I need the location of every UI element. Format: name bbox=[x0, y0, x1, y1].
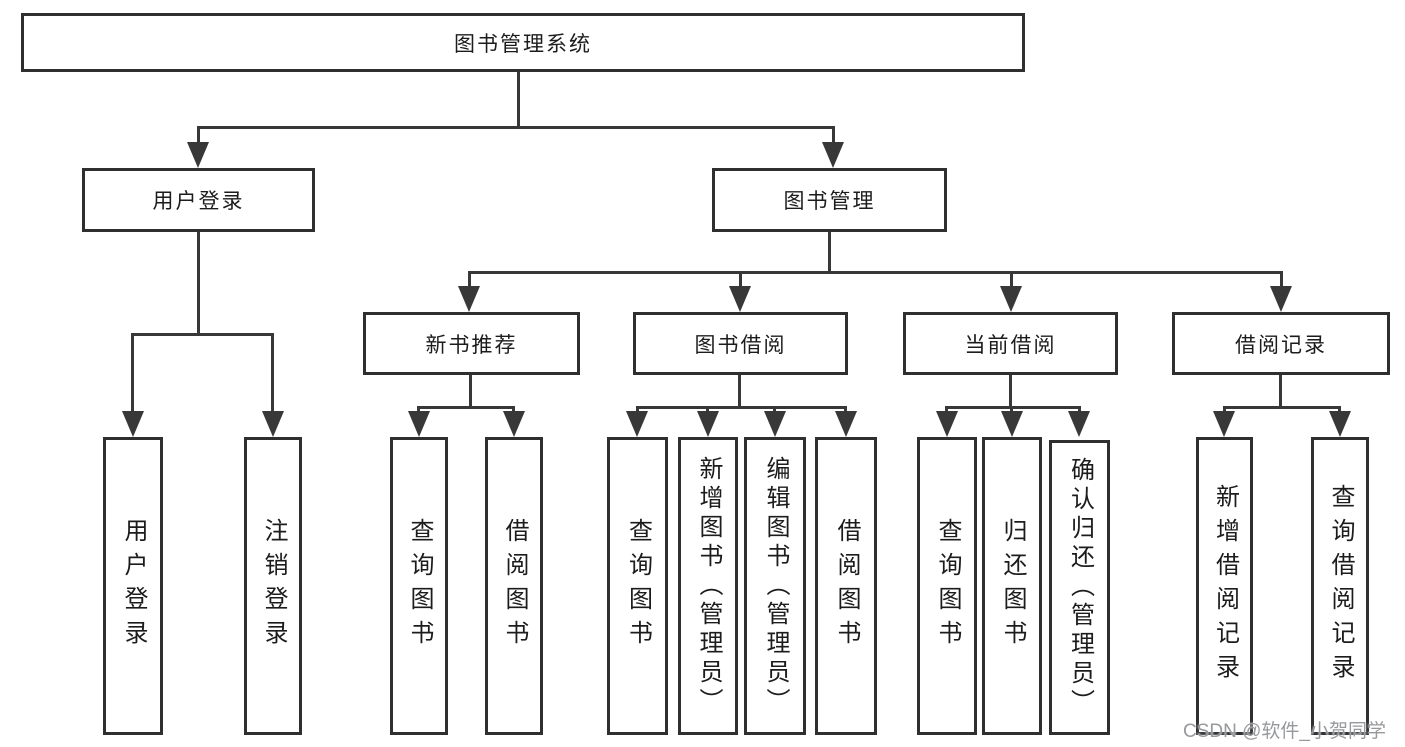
leaf-borrowing-borrow-book: 借阅图书 bbox=[815, 437, 877, 735]
arrow-down-icon bbox=[503, 411, 525, 437]
arrow-down-icon bbox=[1270, 286, 1292, 312]
connector-line bbox=[197, 232, 200, 333]
connector-line bbox=[945, 406, 948, 413]
node-book-borrowing-label: 图书借阅 bbox=[694, 333, 787, 357]
leaf-add-borrow-record-label: 新增借阅记录 bbox=[1211, 484, 1239, 688]
arrow-down-icon bbox=[1068, 411, 1090, 437]
leaf-recommend-borrow-book-label: 借阅图书 bbox=[501, 518, 528, 654]
connector-line bbox=[417, 406, 420, 413]
leaf-recommend-query-book: 查询图书 bbox=[390, 437, 448, 735]
connector-line bbox=[636, 406, 847, 409]
leaf-borrowing-query-book: 查询图书 bbox=[607, 437, 668, 735]
leaf-current-query-book-label: 查询图书 bbox=[934, 518, 961, 654]
connector-line bbox=[1010, 406, 1013, 413]
leaf-current-query-book: 查询图书 bbox=[917, 437, 977, 735]
connector-line bbox=[1280, 271, 1283, 289]
connector-line bbox=[417, 406, 515, 409]
connector-line bbox=[828, 232, 831, 274]
leaf-user-login: 用户登录 bbox=[103, 437, 163, 735]
node-book-management-label: 图书管理 bbox=[783, 190, 876, 213]
leaf-return-book: 归还图书 bbox=[982, 437, 1042, 735]
connector-line bbox=[468, 271, 471, 289]
arrow-down-icon bbox=[262, 411, 284, 437]
connector-line bbox=[1338, 406, 1341, 413]
node-user-login-label: 用户登录 bbox=[152, 190, 245, 213]
leaf-add-borrow-record: 新增借阅记录 bbox=[1196, 437, 1253, 735]
connector-line bbox=[468, 271, 1283, 274]
leaf-confirm-return-admin-label: 确认归还（管理员） bbox=[1066, 457, 1094, 718]
connector-line bbox=[517, 72, 520, 126]
node-root-label: 图书管理系统 bbox=[454, 32, 592, 56]
node-current-borrowing: 当前借阅 bbox=[903, 312, 1118, 375]
arrow-down-icon bbox=[1000, 286, 1022, 312]
connector-line bbox=[197, 126, 835, 129]
arrow-down-icon bbox=[822, 142, 844, 168]
node-new-book-recommend-label: 新书推荐 bbox=[425, 333, 518, 357]
node-borrowing-records-label: 借阅记录 bbox=[1235, 333, 1327, 357]
arrow-down-icon bbox=[764, 411, 786, 437]
arrow-down-icon bbox=[458, 286, 480, 312]
arrow-down-icon bbox=[697, 411, 719, 437]
leaf-borrowing-query-book-label: 查询图书 bbox=[624, 518, 652, 654]
connector-line bbox=[739, 271, 742, 289]
node-new-book-recommend: 新书推荐 bbox=[363, 312, 580, 375]
connector-line bbox=[844, 406, 847, 413]
node-book-borrowing: 图书借阅 bbox=[633, 312, 848, 375]
leaf-recommend-borrow-book: 借阅图书 bbox=[485, 437, 543, 735]
connector-line bbox=[636, 406, 639, 413]
leaf-recommend-query-book-label: 查询图书 bbox=[406, 518, 433, 654]
arrow-down-icon bbox=[187, 142, 209, 168]
connector-line bbox=[1009, 375, 1012, 409]
arrow-down-icon bbox=[729, 286, 751, 312]
connector-line bbox=[706, 406, 709, 413]
node-book-management: 图书管理 bbox=[712, 168, 947, 232]
connector-line bbox=[832, 126, 835, 146]
node-borrowing-records: 借阅记录 bbox=[1172, 312, 1390, 375]
node-root: 图书管理系统 bbox=[21, 13, 1025, 72]
leaf-borrowing-borrow-book-label: 借阅图书 bbox=[833, 518, 860, 654]
arrow-down-icon bbox=[1329, 411, 1351, 437]
node-user-login: 用户登录 bbox=[82, 168, 315, 232]
arrow-down-icon bbox=[936, 411, 958, 437]
leaf-edit-book-admin-label: 编辑图书（管理员） bbox=[762, 455, 789, 717]
connector-line bbox=[131, 333, 134, 413]
connector-line bbox=[271, 333, 274, 413]
arrow-down-icon bbox=[1001, 411, 1023, 437]
leaf-logout-label: 注销登录 bbox=[260, 518, 287, 654]
connector-line bbox=[1223, 406, 1341, 409]
connector-line bbox=[131, 333, 274, 336]
arrow-down-icon bbox=[408, 411, 430, 437]
arrow-down-icon bbox=[122, 411, 144, 437]
leaf-query-borrow-record: 查询借阅记录 bbox=[1311, 437, 1369, 735]
connector-line bbox=[1078, 406, 1081, 413]
connector-line bbox=[945, 406, 1081, 409]
leaf-logout: 注销登录 bbox=[244, 437, 302, 735]
leaf-user-login-label: 用户登录 bbox=[120, 518, 147, 654]
connector-line bbox=[1010, 271, 1013, 289]
connector-line bbox=[1279, 375, 1282, 409]
connector-line bbox=[773, 406, 776, 413]
connector-line bbox=[197, 126, 200, 146]
node-current-borrowing-label: 当前借阅 bbox=[964, 333, 1057, 357]
leaf-query-borrow-record-label: 查询借阅记录 bbox=[1327, 484, 1354, 688]
leaf-add-book-admin-label: 新增图书（管理员） bbox=[695, 455, 722, 717]
connector-line bbox=[738, 375, 741, 409]
leaf-add-book-admin: 新增图书（管理员） bbox=[678, 437, 738, 735]
leaf-return-book-label: 归还图书 bbox=[999, 518, 1026, 654]
csdn-watermark: CSDN @软件_小贺同学 bbox=[1183, 721, 1386, 742]
connector-line bbox=[512, 406, 515, 413]
arrow-down-icon bbox=[1213, 411, 1235, 437]
connector-line bbox=[1223, 406, 1226, 413]
arrow-down-icon bbox=[626, 411, 648, 437]
leaf-edit-book-admin: 编辑图书（管理员） bbox=[744, 437, 806, 735]
leaf-confirm-return-admin: 确认归还（管理员） bbox=[1049, 440, 1110, 735]
connector-line bbox=[469, 375, 472, 409]
arrow-down-icon bbox=[835, 411, 857, 437]
